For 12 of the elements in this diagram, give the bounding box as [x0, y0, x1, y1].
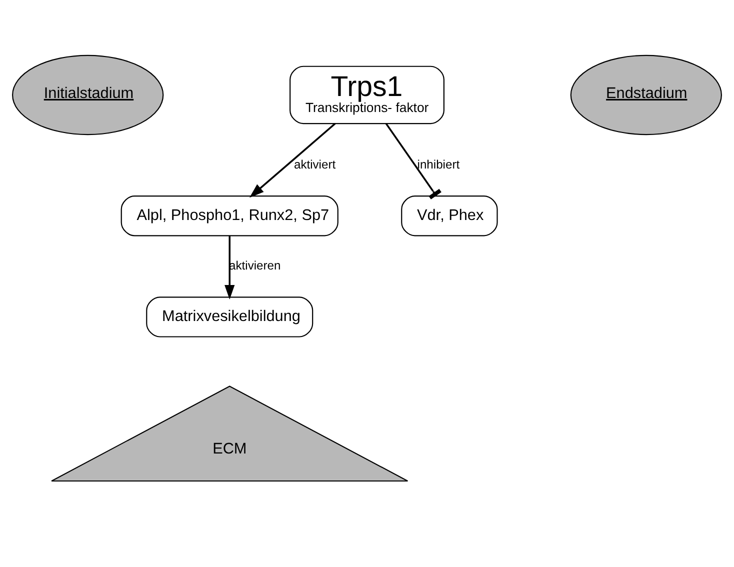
- node-box: Matrixvesikelbildung: [146, 296, 314, 337]
- node-ellipse: Initialstadium: [12, 54, 164, 135]
- connector: [385, 122, 442, 199]
- edge-label: aktiviert: [294, 156, 336, 171]
- arrow: [249, 122, 336, 198]
- arrow: [224, 236, 235, 300]
- edge-label: aktivieren: [229, 258, 281, 272]
- node-box: Trps1 Transkriptions- faktor: [290, 65, 444, 124]
- node-ellipse: Endstadium: [570, 54, 722, 135]
- node-box: Vdr, Phex: [401, 195, 498, 236]
- node-box: Alpl, Phospho1, Runx2, Sp7: [120, 195, 338, 236]
- edge-label: inhibiert: [417, 156, 460, 171]
